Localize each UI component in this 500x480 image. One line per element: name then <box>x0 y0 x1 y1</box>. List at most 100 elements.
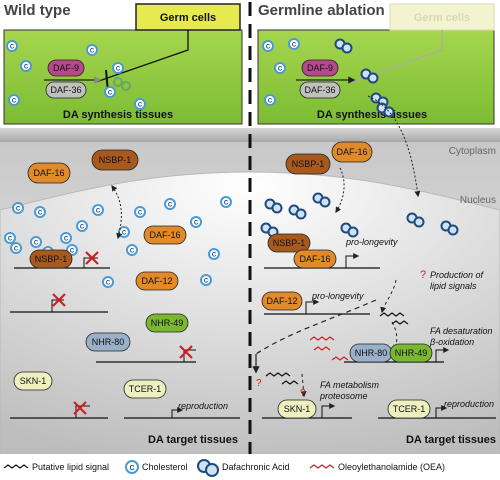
right-production-line1: Production of <box>430 270 485 280</box>
right-reproduction-promoter <box>435 405 448 418</box>
cholesterol-symbol-letter: C <box>80 225 85 231</box>
cholesterol-symbol-letter: C <box>10 45 15 51</box>
right-lipid-q1: ? <box>256 378 262 389</box>
right-daf36-label: DAF-36 <box>304 85 335 95</box>
right-promoter-2 <box>305 299 320 314</box>
legend-oea-icon <box>309 464 335 469</box>
cholesterol-symbol <box>200 274 212 286</box>
cytoplasm-label: Cytoplasm <box>449 146 496 157</box>
dafachronic-acid-symbol <box>347 226 359 238</box>
cholesterol-symbol-letter: C <box>138 103 143 109</box>
cholesterol-symbol-letter: C <box>204 279 209 285</box>
right-daf36-pill <box>299 81 341 99</box>
left-daf36-pill <box>45 81 87 99</box>
left-daf16-cyto-pill <box>27 162 71 184</box>
legend-bar <box>0 454 500 480</box>
right-production-q: ? <box>420 269 426 281</box>
left-target-label: DA target tissues <box>148 434 238 446</box>
left-shuttle-arrow <box>111 185 123 240</box>
right-skn1-label: SKN-1 <box>284 404 311 414</box>
left-daf16-nuc-label: DAF-16 <box>149 230 180 240</box>
left-nhr80-label: NHR-80 <box>92 337 125 347</box>
dafachronic-acid-symbol <box>447 224 459 236</box>
cholesterol-symbol <box>30 236 42 248</box>
left-daf12-pill <box>135 271 179 291</box>
right-daf16-cyto-pill <box>331 141 373 163</box>
right-nsbp1-nuc-label: NSBP-1 <box>273 238 306 248</box>
dafachronic-acid-symbol <box>319 196 331 208</box>
left-tcer1-label: TCER-1 <box>129 384 162 394</box>
lipid-signal-squiggles <box>265 312 409 385</box>
cholesterol-symbol <box>262 40 274 52</box>
cholesterol-symbol <box>10 242 22 254</box>
right-nsbp1-cyto-label: NSBP-1 <box>292 159 325 169</box>
right-daf9-label: DAF-9 <box>307 63 333 73</box>
cholesterol-symbol <box>6 40 18 52</box>
cholesterol-symbol <box>4 232 16 244</box>
left-reproduction-label: reproduction <box>178 401 228 411</box>
right-pro-longevity-2: pro-longevity <box>311 291 364 301</box>
left-blocked-promoter-3 <box>179 345 196 362</box>
right-da-transport-arrow <box>367 95 421 198</box>
cholesterol-symbol <box>104 86 116 98</box>
cholesterol-symbol <box>126 244 138 256</box>
right-fa-desat-line1: FA desaturation <box>430 326 493 336</box>
cholesterol-symbol <box>288 38 300 50</box>
left-nsbp1-nuc-label: NSBP-1 <box>35 254 68 264</box>
cholesterol-symbol-letter: C <box>224 201 229 207</box>
cholesterol-symbol-letter: C <box>212 253 217 259</box>
cholesterol-symbol-letter: C <box>116 67 121 73</box>
right-fa-metab-line2: proteosome <box>319 391 368 401</box>
left-daf9-pill <box>47 59 85 77</box>
left-blocked-promoter-4 <box>73 401 90 418</box>
cholesterol-symbol-letter: C <box>14 247 19 253</box>
cholesterol-symbol <box>102 276 114 288</box>
cholesterol-symbol <box>208 248 220 260</box>
cholesterol-symbol <box>92 204 104 216</box>
cholesterol-symbol <box>220 196 232 208</box>
right-nsbp1-cyto-pill <box>285 153 331 175</box>
legend-cholesterol-label: Cholesterol <box>142 462 188 472</box>
legend-da-icon <box>197 459 219 477</box>
cholesterol-symbol <box>274 62 286 74</box>
right-daf16-nuc-pill <box>293 249 337 269</box>
right-pro-longevity-1: pro-longevity <box>345 237 398 247</box>
cholesterol-symbol-letter: C <box>64 237 69 243</box>
cholesterol-symbol-letter: C <box>168 203 173 209</box>
dafachronic-acid-symbol <box>341 42 353 54</box>
right-promoter-3 <box>435 347 450 362</box>
left-germ-cells-label: Germ cells <box>160 12 216 24</box>
left-nsbp1-cyto-pill <box>91 149 139 171</box>
left-synthesis-tissue <box>3 29 243 125</box>
cholesterol-symbol-letter: C <box>194 221 199 227</box>
cholesterol-symbol-letter: C <box>16 207 21 213</box>
right-fa-metab-line1: FA metabolism <box>320 380 380 390</box>
left-reproduction-promoter <box>171 407 184 418</box>
cholesterol-symbol-letter: C <box>12 99 17 105</box>
cholesterol-symbol <box>20 60 32 72</box>
right-dashed-long <box>255 299 377 355</box>
cholesterol-symbol <box>76 220 88 232</box>
cholesterol-symbol-letter: C <box>96 209 101 215</box>
cholesterol-symbol-letter: C <box>106 281 111 287</box>
cholesterol-symbol-letter: C <box>292 43 297 49</box>
oea-squiggles <box>309 336 349 361</box>
right-dashed-to-skn1 <box>300 373 307 398</box>
right-reproduction-label: reproduction <box>444 399 494 409</box>
right-promoter-4 <box>321 403 336 418</box>
nucleus-label: Nucleus <box>460 195 496 206</box>
left-nsbp1-nuc-pill <box>29 249 73 269</box>
legend-lipid-icon <box>3 464 29 469</box>
cholesterol-symbol-letter: C <box>34 241 39 247</box>
left-nhr80-pill <box>85 332 131 352</box>
svg-text:C: C <box>129 465 134 472</box>
dafachronic-acid-symbol <box>367 72 379 84</box>
cholesterol-symbol-letter: C <box>24 65 29 71</box>
right-daf16-nuc-label: DAF-16 <box>299 254 330 264</box>
right-skn1-pill <box>277 399 317 419</box>
cholesterol-symbol <box>164 198 176 210</box>
left-panel-title: Wild type <box>4 2 71 19</box>
dafachronic-acid-symbol <box>295 208 307 220</box>
cholesterol-symbol <box>264 94 276 106</box>
